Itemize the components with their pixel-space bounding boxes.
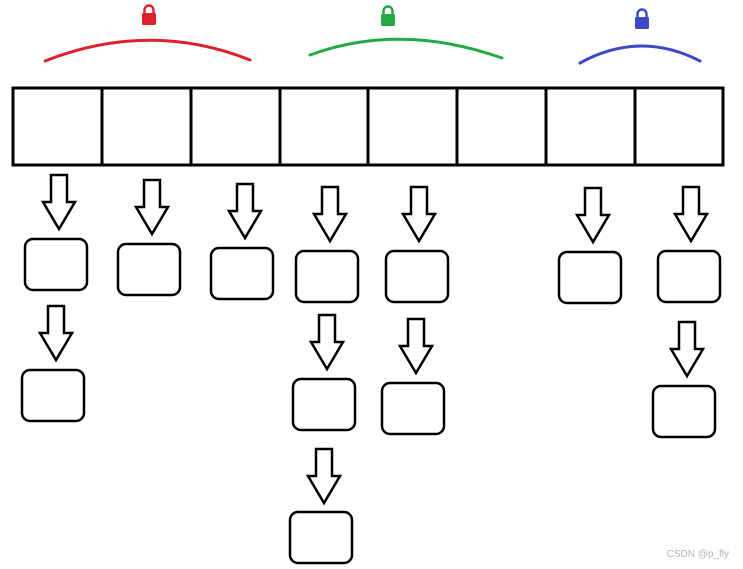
- lock-icon: [381, 5, 395, 26]
- segment-arc-blue: [578, 44, 702, 65]
- chain-node: [288, 510, 354, 565]
- bucket-array: [11, 86, 725, 167]
- arrow-down-icon: [40, 173, 78, 232]
- segment-arc-green: [308, 37, 504, 60]
- arrow-down-icon: [226, 182, 264, 241]
- chain-node: [651, 384, 717, 439]
- chain-node: [380, 381, 446, 436]
- bucket-cell: [100, 86, 193, 167]
- arrow-down-icon: [400, 185, 438, 244]
- chain-node: [294, 249, 360, 304]
- chain-node: [209, 246, 275, 301]
- bucket-cell: [189, 86, 282, 167]
- watermark: CSDN @p_fly: [666, 549, 729, 560]
- arrow-down-icon: [397, 317, 435, 376]
- bucket-cell: [278, 86, 370, 167]
- bucket-cell: [544, 86, 637, 167]
- bucket-cell: [633, 86, 725, 167]
- chain-node: [116, 242, 182, 297]
- arrow-down-icon: [668, 320, 706, 379]
- arrow-down-icon: [305, 447, 343, 506]
- arrow-down-icon: [574, 186, 612, 245]
- chain-node: [23, 237, 89, 292]
- arrow-down-icon: [37, 304, 75, 363]
- arrow-down-icon: [672, 185, 710, 244]
- chain-node: [20, 368, 86, 423]
- chain-node: [291, 377, 357, 432]
- chain-node: [557, 250, 623, 305]
- arrow-down-icon: [311, 185, 349, 244]
- chain-node: [384, 249, 450, 304]
- arrow-down-icon: [308, 313, 346, 372]
- chain-node: [656, 249, 722, 304]
- arrow-down-icon: [133, 178, 171, 237]
- lock-icon: [142, 4, 156, 25]
- bucket-cell: [11, 86, 104, 167]
- bucket-cell: [366, 86, 459, 167]
- bucket-cell: [455, 86, 548, 167]
- segment-arc-red: [43, 38, 252, 63]
- lock-icon: [635, 8, 649, 29]
